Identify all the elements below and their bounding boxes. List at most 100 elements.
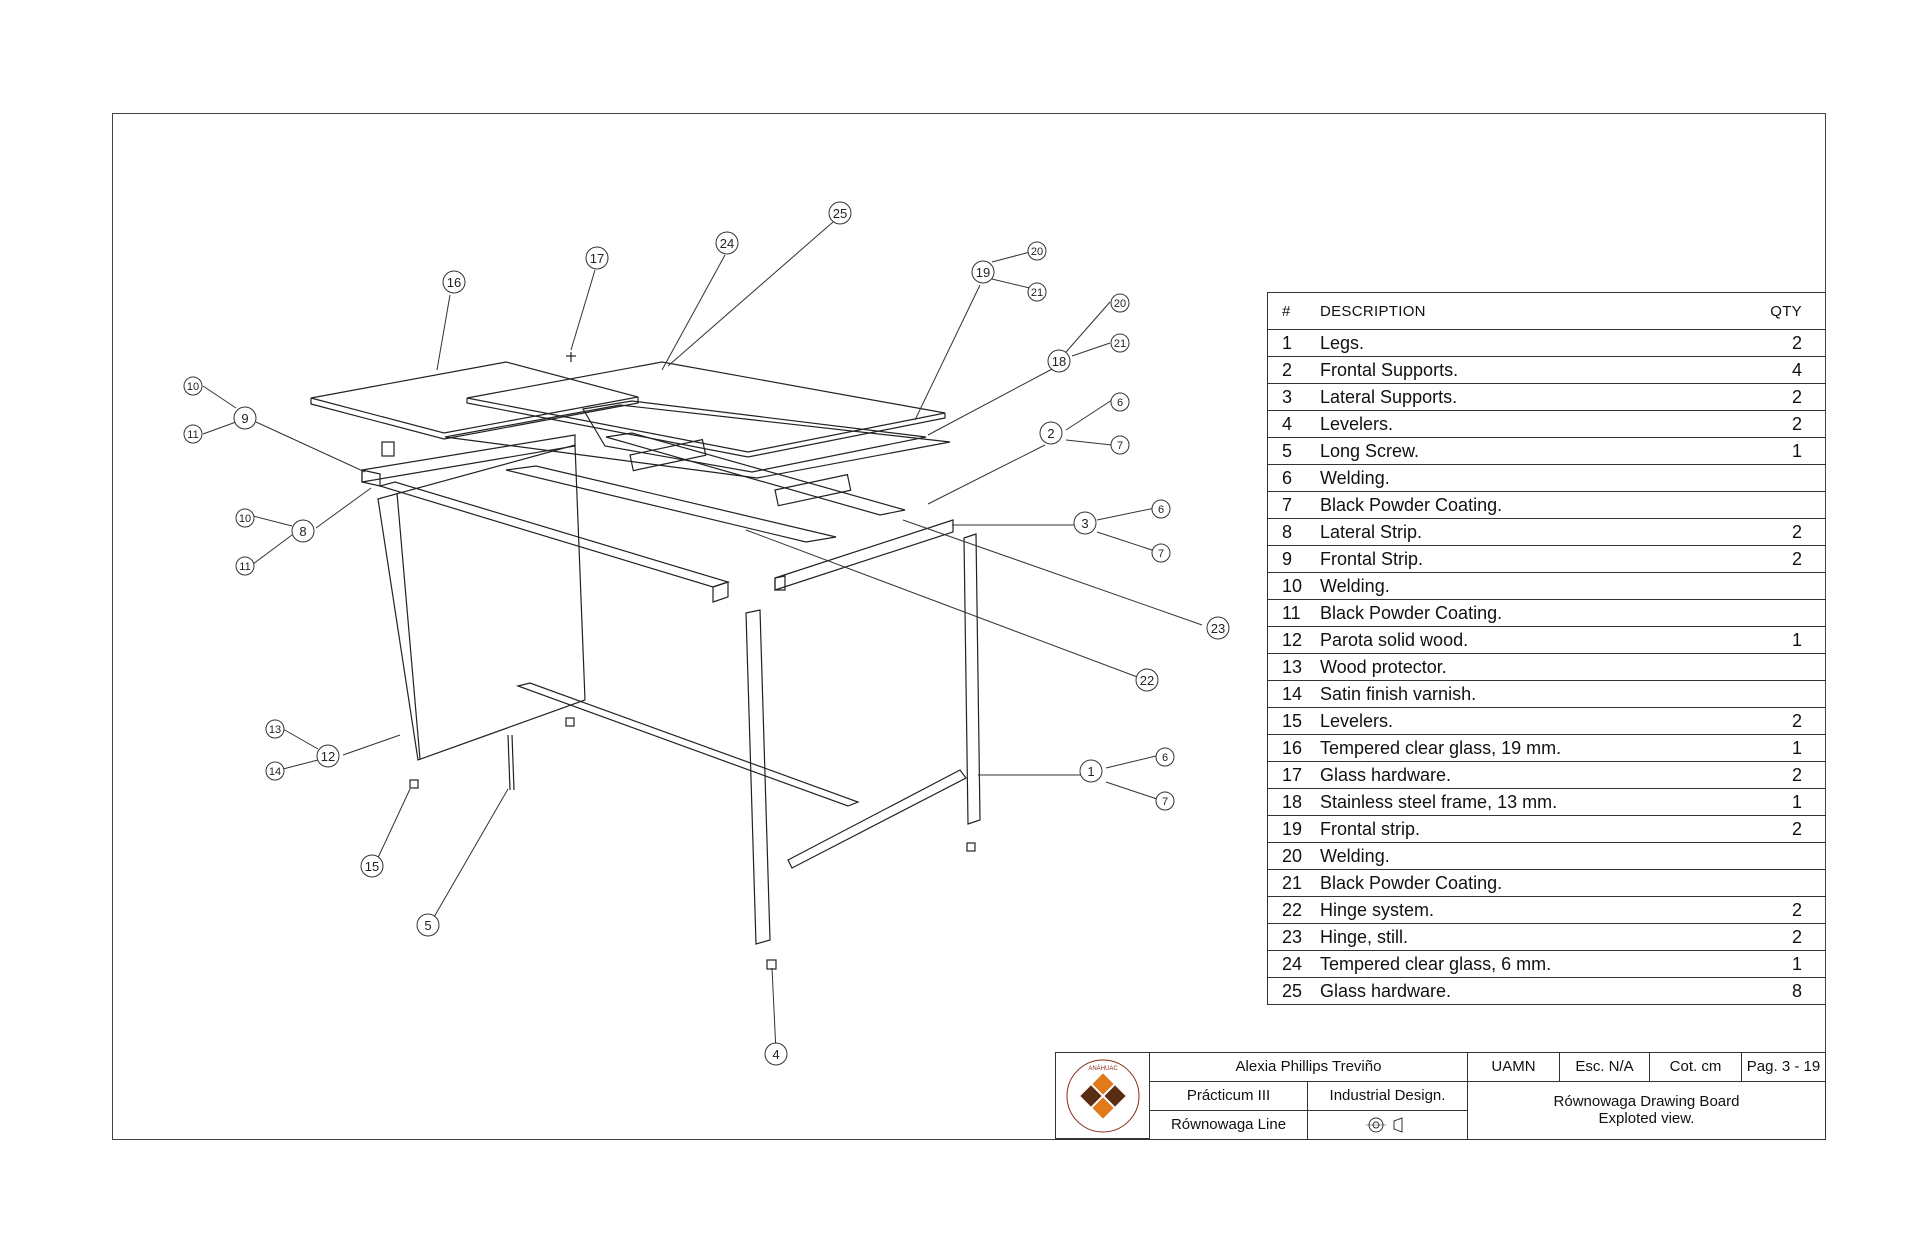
bom-description: Legs. bbox=[1320, 329, 1752, 357]
svg-text:12: 12 bbox=[321, 749, 335, 764]
bom-qty: 2 bbox=[1752, 923, 1826, 951]
bom-description: Hinge, still. bbox=[1320, 923, 1752, 951]
university-logo: ANÁHUAC bbox=[1056, 1053, 1150, 1139]
bom-qty bbox=[1752, 491, 1826, 519]
callout-7: 7 bbox=[1155, 791, 1175, 811]
part-18-steel-frame bbox=[444, 404, 951, 479]
callout-17: 17 bbox=[585, 246, 609, 270]
callout-9: 9 bbox=[233, 406, 257, 430]
bom-qty bbox=[1752, 869, 1826, 897]
part-1-leg bbox=[745, 609, 771, 945]
part-23-hinge-bar bbox=[605, 432, 906, 516]
bom-qty bbox=[1752, 572, 1826, 600]
bom-qty bbox=[1752, 653, 1826, 681]
part-24-glass-panel bbox=[466, 361, 946, 453]
svg-text:16: 16 bbox=[447, 275, 461, 290]
part-22-hinge-bar bbox=[505, 465, 837, 543]
bom-num: 18 bbox=[1267, 788, 1320, 816]
bom-description: Black Powder Coating. bbox=[1320, 491, 1752, 519]
svg-text:5: 5 bbox=[424, 918, 431, 933]
project-name: Równowaga Drawing Board bbox=[1553, 1093, 1740, 1110]
svg-text:10: 10 bbox=[187, 381, 199, 393]
callout-11: 11 bbox=[183, 424, 203, 444]
bom-qty: 2 bbox=[1752, 815, 1826, 843]
bom-num: 13 bbox=[1267, 653, 1320, 681]
svg-text:25: 25 bbox=[833, 206, 847, 221]
bom-num: 14 bbox=[1267, 680, 1320, 708]
svg-text:7: 7 bbox=[1162, 796, 1168, 808]
svg-text:11: 11 bbox=[239, 561, 250, 573]
bom-num: 25 bbox=[1267, 977, 1320, 1005]
callout-21: 21 bbox=[1027, 282, 1047, 302]
bom-description: Levelers. bbox=[1320, 410, 1752, 438]
bom-description: Long Screw. bbox=[1320, 437, 1752, 465]
bom-qty: 1 bbox=[1752, 437, 1826, 465]
bom-qty: 1 bbox=[1752, 626, 1826, 654]
svg-text:7: 7 bbox=[1117, 440, 1123, 452]
callout-18: 18 bbox=[1047, 349, 1071, 373]
bom-description: Lateral Strip. bbox=[1320, 518, 1752, 546]
bom-qty: 4 bbox=[1752, 356, 1826, 384]
bom-qty bbox=[1752, 464, 1826, 492]
bom-qty: 2 bbox=[1752, 761, 1826, 789]
bom-header-qty: QTY bbox=[1752, 292, 1826, 330]
bom-num: 3 bbox=[1267, 383, 1320, 411]
scale-label: Esc. N/A bbox=[1560, 1053, 1650, 1082]
bom-qty: 2 bbox=[1752, 410, 1826, 438]
university-seal-icon: ANÁHUAC bbox=[1066, 1059, 1139, 1132]
bom-description: Satin finish varnish. bbox=[1320, 680, 1752, 708]
part-12-wood-panel bbox=[377, 444, 586, 761]
bom-num: 23 bbox=[1267, 923, 1320, 951]
svg-text:20: 20 bbox=[1114, 298, 1126, 310]
bom-description: Frontal Strip. bbox=[1320, 545, 1752, 573]
first-angle-projection-icon bbox=[1365, 1117, 1402, 1133]
bom-description: Frontal strip. bbox=[1320, 815, 1752, 843]
course-name: Prácticum III bbox=[1150, 1082, 1308, 1111]
bom-num: 8 bbox=[1267, 518, 1320, 546]
svg-text:11: 11 bbox=[187, 429, 198, 441]
bom-num: 10 bbox=[1267, 572, 1320, 600]
drawing-title: Równowaga Drawing Board Exploted view. bbox=[1468, 1082, 1825, 1139]
callout-1: 1 bbox=[1079, 759, 1103, 783]
svg-text:2: 2 bbox=[1047, 426, 1054, 441]
bom-description: Tempered clear glass, 19 mm. bbox=[1320, 734, 1752, 762]
callout-6: 6 bbox=[1151, 499, 1171, 519]
svg-text:22: 22 bbox=[1140, 673, 1154, 688]
title-block: ANÁHUAC Alexia Phillips Treviño Prácticu… bbox=[1055, 1052, 1826, 1140]
svg-text:14: 14 bbox=[269, 766, 281, 778]
part-2-frontal-support bbox=[377, 481, 730, 588]
part-1-leg bbox=[963, 533, 981, 825]
institution-code: UAMN bbox=[1468, 1053, 1560, 1082]
bom-num: 17 bbox=[1267, 761, 1320, 789]
page-number: Pag. 3 - 19 bbox=[1742, 1053, 1825, 1082]
svg-text:10: 10 bbox=[239, 513, 251, 525]
hinge-block bbox=[774, 473, 852, 507]
bom-description: Welding. bbox=[1320, 464, 1752, 492]
svg-text:18: 18 bbox=[1052, 354, 1066, 369]
svg-text:ANÁHUAC: ANÁHUAC bbox=[1088, 1065, 1118, 1072]
bom-description: Stainless steel frame, 13 mm. bbox=[1320, 788, 1752, 816]
callout-21: 21 bbox=[1110, 333, 1130, 353]
bom-qty: 2 bbox=[1752, 896, 1826, 924]
bom-description: Glass hardware. bbox=[1320, 761, 1752, 789]
callout-20: 20 bbox=[1110, 293, 1130, 313]
callout-16: 16 bbox=[442, 270, 466, 294]
callout-25: 25 bbox=[828, 201, 852, 225]
callout-15: 15 bbox=[360, 854, 384, 878]
svg-text:19: 19 bbox=[976, 265, 990, 280]
callout-24: 24 bbox=[715, 231, 739, 255]
callout-12: 12 bbox=[316, 744, 340, 768]
callout-2: 2 bbox=[1039, 421, 1063, 445]
callout-4: 4 bbox=[764, 1042, 788, 1066]
bom-description: Welding. bbox=[1320, 842, 1752, 870]
bom-num: 22 bbox=[1267, 896, 1320, 924]
callout-10: 10 bbox=[183, 376, 203, 396]
